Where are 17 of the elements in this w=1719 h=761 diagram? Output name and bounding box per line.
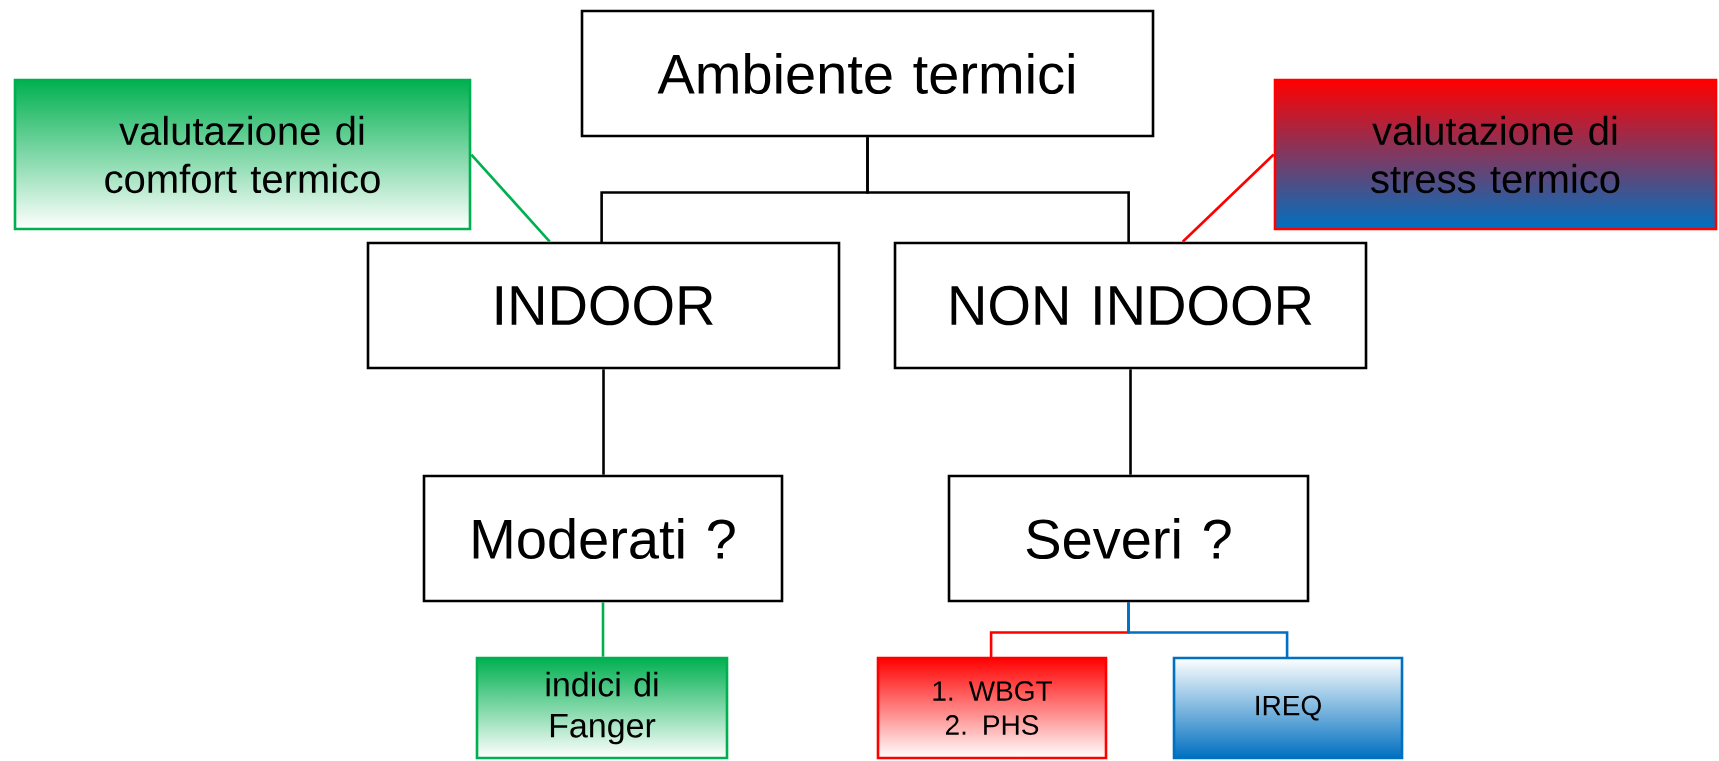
leader-line	[1181, 153, 1275, 243]
callout-box: valutazione di comfort termico	[13, 78, 472, 231]
connector-line	[866, 137, 1130, 243]
connector-line	[602, 369, 605, 475]
leader-line	[470, 153, 551, 243]
connector-line	[601, 602, 605, 657]
result-box: IREQ	[1172, 656, 1404, 760]
process-box: INDOOR	[366, 241, 841, 370]
process-box: Ambiente termici	[580, 9, 1155, 138]
connector-line	[1129, 369, 1132, 475]
callout-box: valutazione di stress termico	[1273, 78, 1718, 231]
question-box: Moderati ?	[422, 474, 784, 603]
question-box: Severi ?	[947, 474, 1310, 603]
result-box: indici di Fanger	[475, 656, 729, 760]
connector-line	[1127, 602, 1289, 658]
process-box: NON INDOOR	[893, 241, 1368, 370]
result-box: 1. WBGT 2. PHS	[876, 656, 1108, 760]
